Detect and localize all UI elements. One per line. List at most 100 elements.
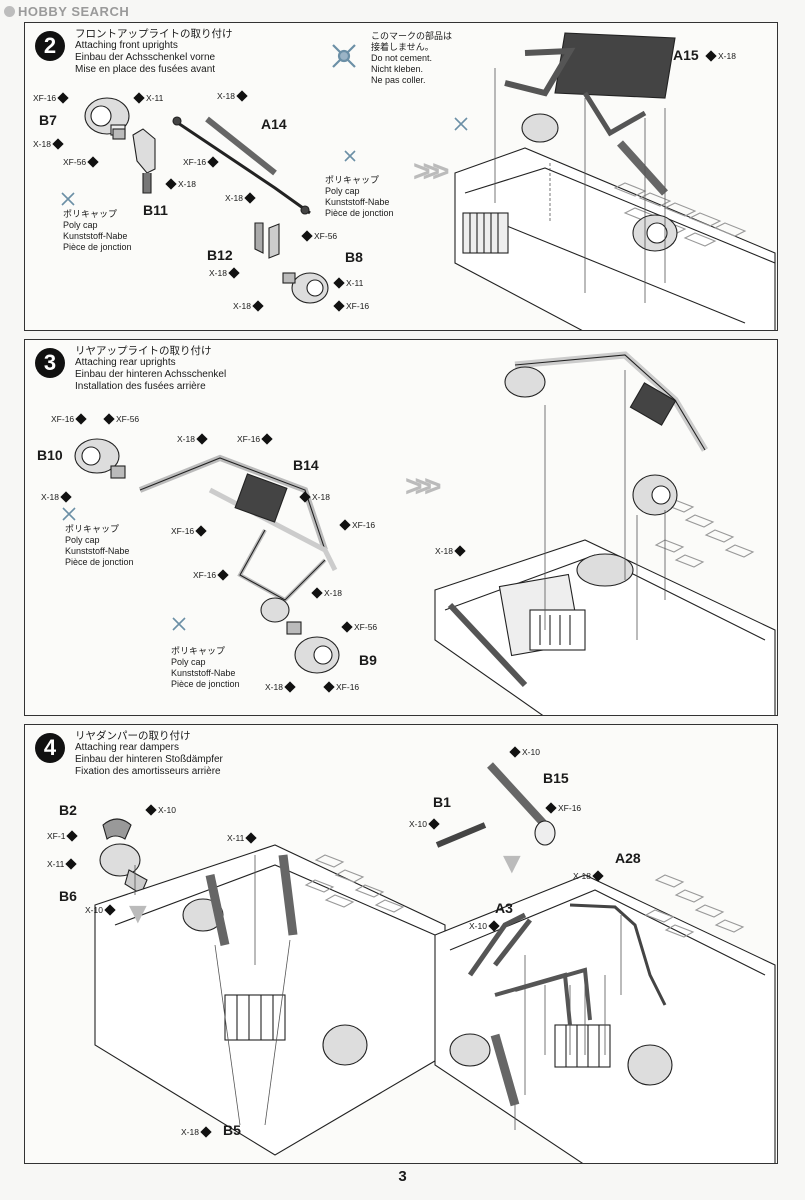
part-label-b12: B12	[207, 247, 233, 263]
screw-label: X-18	[707, 51, 736, 61]
part-label-b8: B8	[345, 249, 363, 265]
heading-de: Einbau der hinteren Stoßdämpfer	[75, 754, 223, 765]
heading-jp: リヤアップライトの取り付け	[75, 345, 212, 357]
heading-en: Attaching front uprights	[75, 40, 178, 51]
part-label-a14: A14	[261, 116, 287, 132]
screw-label: X-11	[47, 859, 75, 869]
polycap-note-right: ポリキャップ Poly cap Kunststoff-Nabe Pièce de…	[325, 175, 394, 219]
screw-label: XF-16	[183, 157, 217, 167]
part-label-b6: B6	[59, 888, 77, 904]
polycap-en: Poly cap	[65, 535, 100, 545]
screw-label: X-18	[265, 682, 294, 692]
part-label-a3: A3	[495, 900, 513, 916]
screw-label: XF-16	[547, 803, 581, 813]
do-not-cement-note: このマークの部品は 接着しません。 Do not cement. Nicht k…	[371, 31, 452, 86]
screw-label: X-11	[227, 833, 255, 843]
step-3-panel: 3 リヤアップライトの取り付け Attaching rear uprights …	[24, 339, 778, 716]
screw-label: X-18	[33, 139, 62, 149]
step-heading: リヤダンパーの取り付け Attaching rear dampers Einba…	[75, 730, 223, 778]
watermark-text: HOBBY SEARCH	[18, 4, 130, 19]
note-fr: Ne pas coller.	[371, 75, 426, 85]
note-jp-line2: 接着しません。	[371, 42, 434, 52]
polycap-jp: ポリキャップ	[171, 646, 226, 656]
screw-label: XF-56	[303, 231, 337, 241]
step-heading: フロントアップライトの取り付け Attaching front uprights…	[75, 28, 233, 76]
heading-fr: Mise en place des fusées avant	[75, 64, 216, 75]
heading-en: Attaching rear dampers	[75, 742, 179, 753]
screw-label: X-18	[181, 1127, 210, 1137]
polycap-jp: ポリキャップ	[63, 209, 118, 219]
screw-label: X-18	[41, 492, 70, 502]
screw-label: XF-16	[325, 682, 359, 692]
polycap-en: Poly cap	[171, 657, 206, 667]
screw-label: X-10	[469, 921, 498, 931]
step-number-badge: 2	[35, 31, 65, 61]
screw-label: XF-56	[63, 157, 97, 167]
heading-jp: フロントアップライトの取り付け	[75, 28, 233, 40]
note-de: Nicht kleben.	[371, 64, 424, 74]
heading-fr: Fixation des amortisseurs arrière	[75, 766, 221, 777]
screw-label: X-18	[177, 434, 206, 444]
step-number-badge: 4	[35, 733, 65, 763]
polycap-note-left: ポリキャップ Poly cap Kunststoff-Nabe Pièce de…	[63, 209, 132, 253]
step-2-panel: 2 フロントアップライトの取り付け Attaching front uprigh…	[24, 22, 778, 331]
screw-label: XF-56	[343, 622, 377, 632]
screw-label: X-18	[313, 588, 342, 598]
part-label-b7: B7	[39, 112, 57, 128]
screw-label: X-18	[573, 871, 602, 881]
part-label-b15: B15	[543, 770, 569, 786]
screw-label: X-11	[335, 278, 363, 288]
screw-label: X-11	[135, 93, 163, 103]
polycap-de: Kunststoff-Nabe	[325, 197, 390, 207]
screw-label: XF-16	[335, 301, 369, 311]
step-4-illustration	[94, 762, 776, 1163]
part-label-b9: B9	[359, 652, 377, 668]
screw-label: X-10	[511, 747, 540, 757]
screw-label: XF-16	[341, 520, 375, 530]
down-arrow-icon: ▼	[497, 847, 527, 880]
screw-label: X-18	[217, 91, 246, 101]
screw-label: XF-16	[193, 570, 227, 580]
polycap-de: Kunststoff-Nabe	[171, 668, 236, 678]
screw-label: XF-16	[237, 434, 271, 444]
heading-de: Einbau der hinteren Achsschenkel	[75, 369, 227, 380]
screw-label: X-18	[167, 179, 196, 189]
heading-fr: Installation des fusées arrière	[75, 381, 206, 392]
polycap-fr: Pièce de jonction	[171, 679, 240, 689]
part-label-b5: B5	[223, 1122, 241, 1138]
part-label-b1: B1	[433, 794, 451, 810]
right-arrow-icon: >>>	[405, 470, 441, 503]
part-label-b10: B10	[37, 447, 63, 463]
part-label-a15: A15	[673, 47, 699, 63]
polycap-note-right: ポリキャップ Poly cap Kunststoff-Nabe Pièce de…	[171, 646, 240, 690]
part-label-b2: B2	[59, 802, 77, 818]
polycap-en: Poly cap	[63, 220, 98, 230]
polycap-fr: Pièce de jonction	[325, 208, 394, 218]
screw-label: X-18	[301, 492, 330, 502]
step-3-illustration	[62, 351, 776, 715]
polycap-en: Poly cap	[325, 186, 360, 196]
polycap-fr: Pièce de jonction	[65, 557, 134, 567]
part-label-a28: A28	[615, 850, 641, 866]
polycap-jp: ポリキャップ	[325, 175, 380, 185]
screw-label: X-18	[225, 193, 254, 203]
polycap-fr: Pièce de jonction	[63, 242, 132, 252]
down-arrow-icon: ▼	[123, 897, 153, 930]
screw-label: X-10	[85, 905, 114, 915]
step-2-illustration	[61, 32, 776, 330]
screw-label: XF-16	[51, 414, 85, 424]
screw-label: X-10	[409, 819, 438, 829]
page-number: 3	[398, 1168, 407, 1185]
screw-label: XF-1	[47, 831, 76, 841]
screw-label: X-18	[233, 301, 262, 311]
note-en: Do not cement.	[371, 53, 433, 63]
polycap-de: Kunststoff-Nabe	[63, 231, 128, 241]
heading-de: Einbau der Achsschenkel vorne	[75, 52, 216, 63]
step-heading: リヤアップライトの取り付け Attaching rear uprights Ei…	[75, 345, 226, 393]
screw-label: X-10	[147, 805, 176, 815]
screw-label: X-18	[209, 268, 238, 278]
part-label-b11: B11	[143, 202, 168, 218]
screw-label: XF-56	[105, 414, 139, 424]
polycap-de: Kunststoff-Nabe	[65, 546, 130, 556]
step-4-panel: 4 リヤダンパーの取り付け Attaching rear dampers Ein…	[24, 724, 778, 1164]
